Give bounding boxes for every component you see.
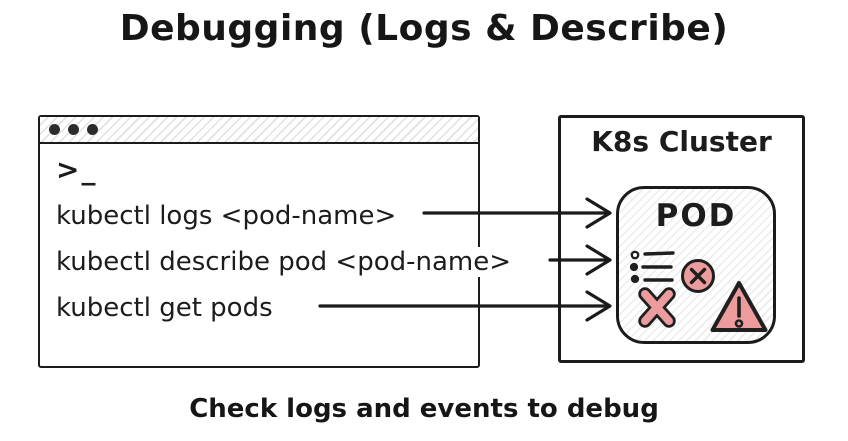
- terminal-window: >_ kubectl logs <pod-name> kubectl descr…: [38, 115, 516, 368]
- terminal-body: >_ kubectl logs <pod-name> kubectl descr…: [40, 144, 516, 331]
- window-dot-icon: [68, 124, 79, 135]
- pod-box: POD: [616, 186, 776, 344]
- terminal-prompt: >_: [56, 153, 98, 186]
- warning-triangle-icon: [710, 281, 768, 332]
- command-line-describe: kubectl describe pod <pod-name>: [56, 239, 516, 285]
- pod-icons: [629, 250, 768, 332]
- window-dot-icon: [87, 124, 98, 135]
- command-text: kubectl describe pod <pod-name>: [56, 247, 516, 277]
- window-dot-icon: [49, 124, 60, 135]
- caption: Check logs and events to debug: [189, 394, 659, 424]
- command-text: kubectl logs <pod-name>: [56, 201, 401, 231]
- page-title: Debugging (Logs & Describe): [119, 8, 729, 49]
- cluster-label: K8s Cluster: [591, 125, 772, 158]
- x-mark-icon: [638, 287, 676, 328]
- command-line-logs: kubectl logs <pod-name>: [56, 193, 478, 239]
- error-circle-icon: [681, 259, 715, 293]
- list-icon: [629, 250, 675, 284]
- pod-label: POD: [655, 198, 737, 234]
- command-line-get-pods: kubectl get pods: [56, 285, 478, 331]
- cluster-box: K8s Cluster: [558, 115, 805, 363]
- terminal-titlebar: [40, 117, 478, 144]
- command-text: kubectl get pods: [56, 293, 277, 323]
